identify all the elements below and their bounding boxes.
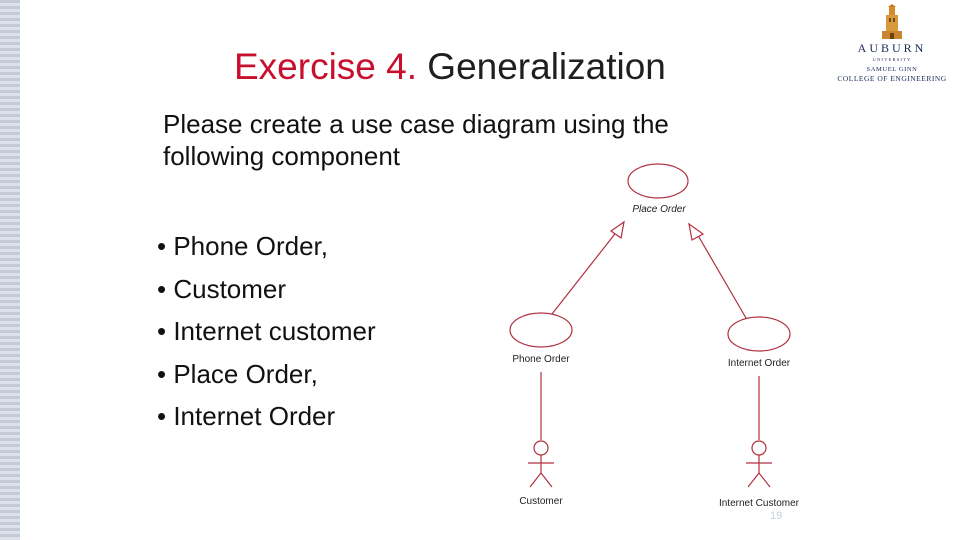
list-item: • Place Order, [157, 358, 318, 389]
intro-text: Please create a use case diagram using t… [163, 108, 743, 172]
intro-line-2: following component [163, 141, 401, 171]
list-item: • Internet customer [157, 316, 376, 346]
list-item: • Customer [157, 273, 287, 304]
generalization-line-phone-order [551, 229, 619, 315]
intro-line-1: Please create a use case diagram using t… [163, 109, 669, 139]
tower-icon [882, 4, 902, 39]
label-internet-order: Internet Order [728, 358, 791, 369]
title-number: Exercise 4. [234, 46, 418, 87]
generalization-arrowhead-icon [688, 222, 705, 241]
logo-college: COLLEGE OF ENGINEERING [837, 74, 947, 83]
use-case-place-order [627, 163, 689, 199]
list-item: • Internet Order [157, 401, 336, 431]
slide-title: Exercise 4. Generalization [234, 44, 714, 90]
use-case-phone-order [509, 312, 573, 348]
university-logo: AUBURN UNIVERSITY SAMUEL GINN COLLEGE OF… [830, 4, 954, 83]
use-case-internet-order [727, 316, 791, 352]
label-place-order: Place Order [632, 204, 686, 215]
label-phone-order: Phone Order [512, 354, 570, 365]
logo-school: SAMUEL GINN [866, 66, 918, 73]
actor-customer-icon [528, 440, 554, 488]
slide-number: 19 [770, 510, 783, 522]
actor-internet-customer-icon [746, 440, 772, 488]
generalization-line-internet-order [695, 231, 747, 319]
list-item: • Phone Order, [157, 231, 328, 261]
label-internet-customer: Internet Customer [719, 498, 800, 509]
logo-university: UNIVERSITY [872, 57, 912, 62]
component-list: • Phone Order, • Customer • Internet cus… [157, 225, 457, 438]
label-customer: Customer [519, 496, 563, 507]
logo-name: AUBURN [857, 41, 927, 55]
generalization-arrowhead-icon [609, 220, 625, 240]
title-text: Generalization [427, 46, 666, 87]
side-decoration-bar [0, 0, 20, 540]
